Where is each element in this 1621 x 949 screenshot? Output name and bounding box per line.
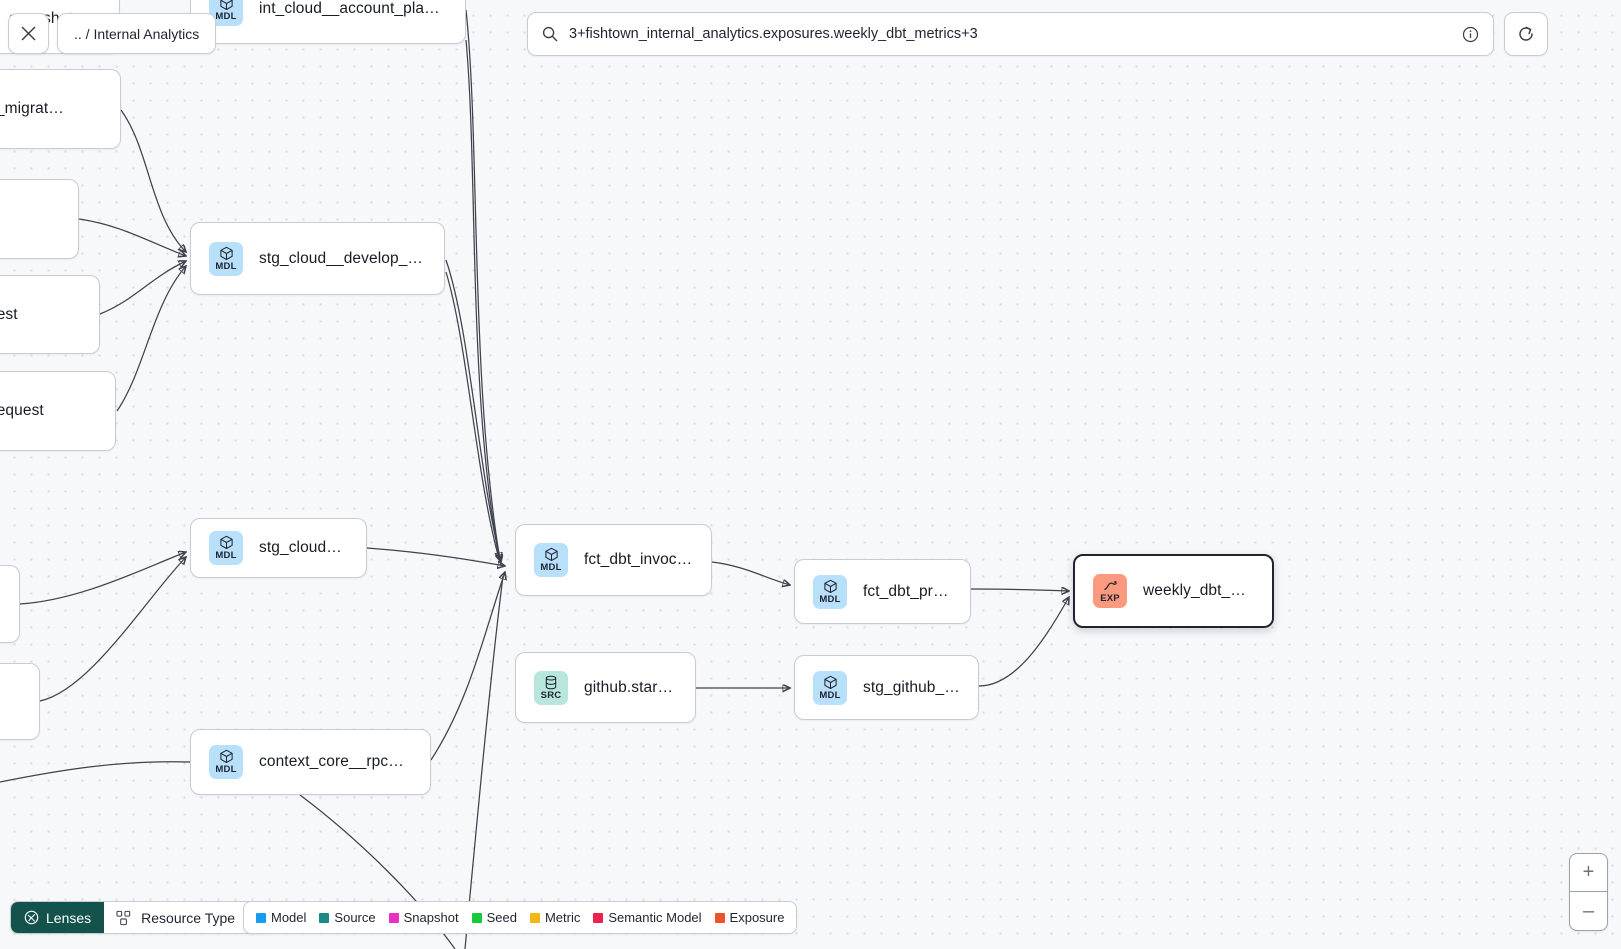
- graph-node[interactable]: MDL fct_dbt_invocations: [515, 524, 712, 596]
- legend-swatch: [471, 912, 482, 923]
- zoom-out-button[interactable]: –: [1582, 899, 1595, 922]
- node-label: _develop_request: [0, 402, 44, 419]
- zoom-in-button[interactable]: +: [1570, 854, 1607, 892]
- lenses-label: Lenses: [46, 909, 92, 926]
- legend-swatch: [593, 912, 604, 923]
- resource-legend: Model Source Snapshot Seed Metric Semantic Mo…: [243, 901, 798, 934]
- legend-label: Metric: [544, 910, 581, 925]
- graph-node[interactable]: MDL stg_cloud__runs: [190, 518, 367, 578]
- mdl-badge: MDL: [209, 531, 243, 565]
- graph-node[interactable]: SRC github.stargazers: [515, 652, 696, 723]
- lens-toolbar: Lenses Resource Type: [10, 901, 272, 934]
- graph-node[interactable]: MDL fct_dbt_projects: [794, 559, 971, 624]
- legend-swatch: [529, 912, 540, 923]
- graph-node[interactable]: MDLn: [0, 565, 20, 643]
- resource-type-label: Resource Type: [141, 909, 236, 926]
- legend-swatch: [319, 912, 330, 923]
- legend-item[interactable]: Metric: [529, 910, 581, 925]
- graph-node[interactable]: MDLp_request: [0, 179, 79, 259]
- exp-badge: EXP: [1093, 574, 1127, 608]
- graph-node[interactable]: MDLmulticell_migrat…: [0, 69, 121, 149]
- refresh-button[interactable]: [1504, 12, 1548, 56]
- mdl-badge: MDL: [209, 241, 243, 276]
- search-icon: [542, 26, 558, 42]
- legend-item[interactable]: Snapshot: [388, 910, 459, 925]
- node-label: stg_github__stars: [863, 678, 960, 696]
- graph-node[interactable]: MDL stg_cloud__develop_requests: [190, 222, 445, 295]
- mdl-badge: MDL: [534, 543, 568, 577]
- mdl-badge: MDL: [813, 574, 847, 609]
- graph-node[interactable]: EXP weekly_dbt_metrics: [1073, 554, 1274, 628]
- breadcrumb-label: .. / Internal Analytics: [74, 25, 200, 42]
- close-button[interactable]: [8, 13, 49, 54]
- node-label: context_core__rpc_request: [259, 753, 412, 770]
- node-label: int_cloud__account_plan_history: [259, 0, 447, 17]
- search-bar[interactable]: [527, 12, 1494, 56]
- refresh-icon: [1519, 26, 1533, 41]
- lens-icon: [24, 910, 39, 925]
- legend-item[interactable]: Model: [256, 910, 306, 925]
- legend-label: Model: [271, 910, 307, 925]
- graph-node[interactable]: MDL_run: [0, 663, 40, 740]
- node-label: fct_dbt_invocations: [584, 551, 693, 568]
- node-label: weekly_dbt_metrics: [1143, 582, 1254, 599]
- legend-label: Source: [334, 910, 376, 925]
- legend-item[interactable]: Seed: [471, 910, 517, 925]
- graph-node[interactable]: MDL stg_github__stars: [794, 655, 979, 720]
- node-label: fct_dbt_projects: [863, 582, 952, 600]
- node-label: velop_request: [0, 305, 18, 323]
- mdl-badge: MDL: [209, 745, 243, 779]
- legend-label: Snapshot: [403, 910, 459, 925]
- node-label: stg_cloud__runs: [259, 539, 348, 556]
- lenses-button[interactable]: Lenses: [11, 902, 105, 933]
- node-label: github.stargazers: [584, 678, 677, 696]
- legend-swatch: [388, 912, 399, 923]
- search-input[interactable]: [569, 26, 1452, 42]
- legend-item[interactable]: Source: [319, 910, 376, 925]
- node-label: multicell_migrat…: [0, 100, 64, 117]
- legend-label: Seed: [486, 910, 517, 925]
- legend-swatch: [714, 912, 725, 923]
- zoom-controls: + –: [1569, 853, 1608, 931]
- graph-node[interactable]: MDLvelop_request: [0, 275, 100, 354]
- src-badge: SRC: [534, 670, 568, 705]
- resource-type-icon: [116, 910, 131, 925]
- legend-label: Exposure: [729, 910, 785, 925]
- legend-swatch: [256, 912, 266, 923]
- legend-item[interactable]: Exposure: [714, 910, 785, 925]
- close-icon: [21, 26, 36, 41]
- graph-node[interactable]: MDL_develop_request: [0, 371, 116, 451]
- legend-item[interactable]: Semantic Model: [593, 910, 702, 925]
- graph-node[interactable]: MDL context_core__rpc_request: [190, 729, 431, 795]
- mdl-badge: MDL: [813, 670, 847, 705]
- legend-label: Semantic Model: [608, 910, 702, 925]
- info-icon[interactable]: [1462, 26, 1479, 43]
- breadcrumb[interactable]: .. / Internal Analytics: [57, 13, 217, 54]
- node-label: stg_cloud__develop_requests: [259, 249, 426, 267]
